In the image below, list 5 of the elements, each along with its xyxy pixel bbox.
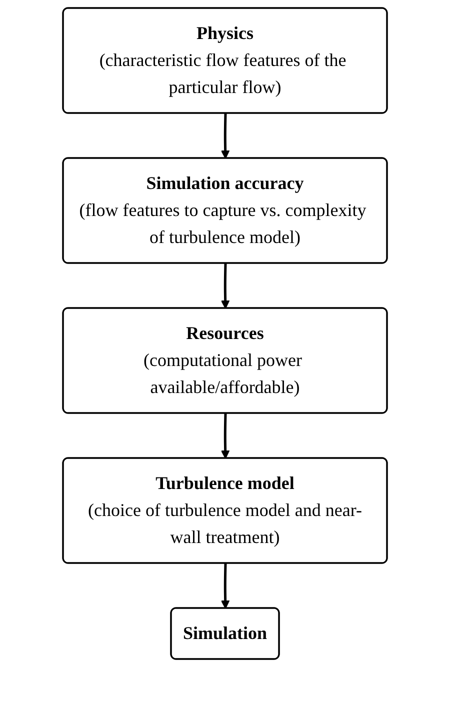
arrow: [220, 563, 230, 609]
flowchart: Physics (characteristic flow features of the particular flow) Simulation accuracy (flow features to capture vs. complexity of turbulence model) Resources (computational power available/affordable) Turbulence model (choice of turbulence model and near-wall treatment) Simulation: [54, 0, 394, 667]
arrow: [220, 263, 230, 309]
arrow: [220, 413, 230, 459]
arrow: [220, 113, 230, 159]
